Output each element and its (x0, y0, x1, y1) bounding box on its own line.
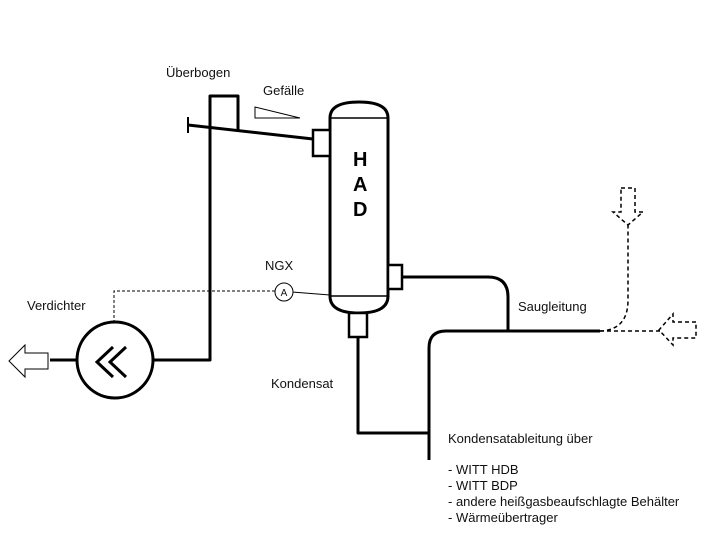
label-kondensat: Kondensat (271, 376, 334, 391)
compressor-chevrons-icon (94, 345, 128, 379)
label-ueberbogen: Überbogen (166, 65, 230, 80)
condensate-drain-item: - Wärmeübertrager (448, 510, 558, 525)
label-gefaelle: Gefälle (263, 83, 304, 98)
compressor-circle (75, 320, 155, 400)
condensate-drain-item: - andere heißgasbeaufschlagte Behälter (448, 494, 680, 509)
ngx-sensor-symbol: A (281, 288, 288, 299)
sensor-connection-line (291, 291, 331, 296)
sensor-signal-dashed-line (113, 290, 275, 327)
vessel-letter-d: D (353, 199, 367, 221)
condensate-drain-heading: Kondensatableitung über (448, 431, 593, 446)
suction-line-pipe (402, 275, 510, 331)
suction-dashed-branch (599, 222, 629, 332)
compressor-suction-pipe (153, 94, 240, 362)
condensate-drain-item: - WITT BDP (448, 478, 518, 493)
label-verdichter: Verdichter (27, 298, 86, 313)
condensate-pipe (356, 337, 429, 435)
vessel-letter-a: A (353, 174, 367, 196)
discharge-left-arrow-icon (8, 343, 49, 379)
label-ngx: NGX (265, 258, 294, 273)
sloped-inlet-pipe (187, 123, 314, 141)
dashed-down-arrow-icon (610, 187, 646, 226)
vessel-bottom-nozzle (347, 311, 369, 339)
suction-main-pipe (427, 329, 600, 460)
ngx-sensor-circle (274, 282, 294, 302)
vessel-letter-h: H (353, 149, 367, 171)
vessel-inlet-nozzle (311, 128, 332, 158)
slope-indicator-triangle (254, 106, 301, 119)
vessel-outlet-nozzle (386, 263, 404, 291)
condensate-drain-item: - WITT HDB (448, 462, 519, 477)
label-saugleitung: Saugleitung (518, 299, 587, 314)
dashed-left-arrow-icon (657, 312, 697, 347)
